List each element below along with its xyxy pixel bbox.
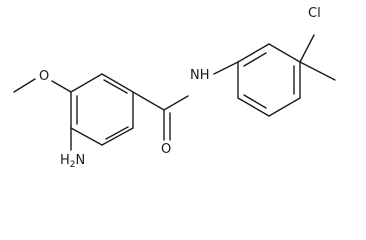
bond	[268, 43, 301, 63]
double-bond-inner	[103, 79, 128, 94]
bond	[70, 127, 103, 146]
double-bond-inner	[243, 52, 267, 67]
bond-ring-cl	[299, 34, 315, 63]
bond-nh-ring	[213, 61, 239, 75]
cl-label: Cl	[308, 6, 321, 21]
bond	[237, 97, 270, 117]
o-carbonyl-label: O	[161, 142, 171, 157]
bond-ring-o	[51, 80, 72, 93]
bond-ring-methyl	[299, 61, 336, 81]
double-bond-inner	[243, 94, 267, 109]
bond-o-methyl	[13, 78, 36, 93]
bond	[101, 127, 134, 146]
bond	[101, 73, 134, 93]
left-benzene-ring	[70, 73, 134, 146]
bond	[70, 73, 103, 93]
bond-ring-carbonyl	[132, 91, 165, 111]
nh-label: NH	[190, 68, 210, 83]
structure-diagram: O H2N O NH Cl	[13, 6, 336, 170]
right-benzene-ring	[237, 43, 301, 117]
o-methoxy-label: O	[39, 69, 49, 84]
bond	[237, 43, 270, 63]
double-bond-inner	[105, 126, 129, 140]
bond	[268, 97, 301, 117]
nh2-label: H2N	[60, 153, 85, 170]
bond-carbonyl-nh	[163, 95, 189, 111]
